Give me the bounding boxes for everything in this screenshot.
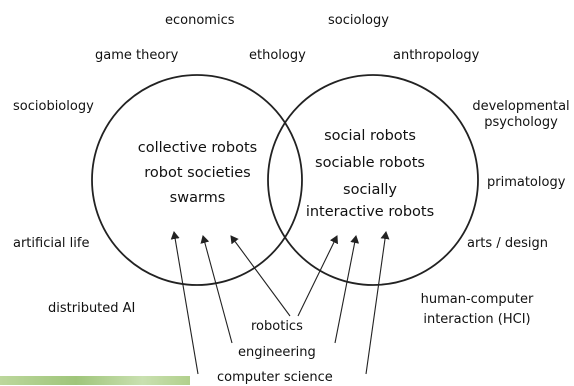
- label-arts-design: arts / design: [467, 236, 548, 251]
- label-sociobiology: sociobiology: [13, 99, 94, 114]
- arrow-robotics-left: [230, 235, 291, 317]
- right-circle: [267, 74, 479, 286]
- arrow-robotics-right: [297, 235, 338, 317]
- arrow-engineering-right: [334, 235, 360, 344]
- label-anthropology: anthropology: [393, 48, 480, 63]
- right-item-social-robots: social robots: [324, 128, 416, 144]
- right-item-interactive-robots: interactive robots: [305, 204, 435, 220]
- right-item-socially: socially: [343, 182, 397, 198]
- label-artificial-life: artificial life: [13, 236, 90, 251]
- image-strip: [0, 376, 190, 385]
- source-computer-science: computer science: [217, 370, 333, 385]
- label-hci-line-2: interaction (HCI): [423, 312, 531, 327]
- label-primatology: primatology: [487, 175, 566, 190]
- label-sociology: sociology: [328, 13, 389, 28]
- arrow-cs-left: [170, 231, 199, 375]
- left-circle: [91, 74, 303, 286]
- label-developmental-line-2: psychology: [484, 115, 558, 130]
- arrow-engineering-left: [200, 235, 233, 344]
- left-item-swarms: swarms: [169, 190, 226, 206]
- source-engineering: engineering: [238, 345, 316, 360]
- label-economics: economics: [165, 13, 235, 28]
- label-hci: human-computer interaction (HCI): [412, 290, 542, 330]
- left-item-robot-societies: robot societies: [144, 165, 251, 181]
- label-distributed-ai: distributed AI: [48, 301, 136, 316]
- left-item-collective-robots: collective robots: [137, 140, 258, 156]
- left-circle-items: collective robots robot societies swarms: [115, 137, 280, 209]
- right-item-sociable-robots: sociable robots: [315, 155, 425, 171]
- label-game-theory: game theory: [95, 48, 179, 63]
- right-circle-items: social robots sociable robots socially i…: [280, 125, 460, 223]
- label-developmental-line-1: developmental: [472, 99, 570, 114]
- arrow-cs-right: [365, 231, 390, 375]
- label-hci-line-1: human-computer: [420, 292, 534, 307]
- label-ethology: ethology: [249, 48, 306, 63]
- label-developmental-psychology: developmental psychology: [468, 99, 574, 131]
- source-robotics: robotics: [251, 319, 303, 334]
